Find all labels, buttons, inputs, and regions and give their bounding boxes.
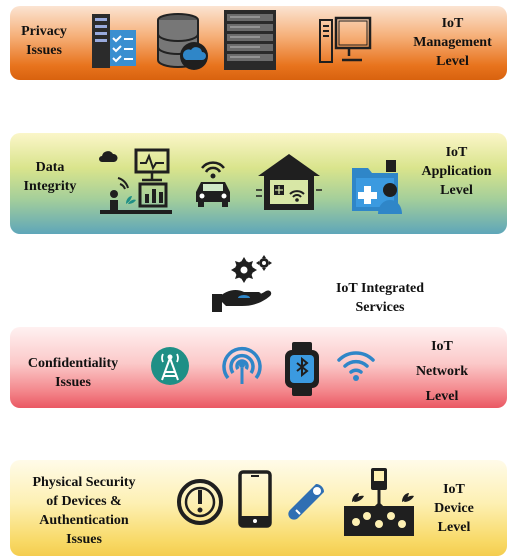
smartphone-icon bbox=[238, 470, 272, 528]
confidentiality-issues-label: Confidentiality Issues bbox=[27, 356, 119, 390]
cell-tower-icon bbox=[151, 347, 189, 385]
smart-car-icon bbox=[196, 161, 230, 207]
management-level-label: IoT Management Level bbox=[413, 16, 492, 69]
privacy-issues-label: Privacy Issues bbox=[21, 24, 67, 58]
smart-home-icon bbox=[256, 154, 322, 210]
server-rack-icon bbox=[224, 10, 276, 70]
wifi-icon bbox=[337, 351, 375, 381]
soil-sensor-icon bbox=[344, 468, 414, 536]
physical-security-label: Physical Security of Devices & Authentic… bbox=[32, 475, 136, 547]
device-level-label: IoT Device Level bbox=[434, 482, 474, 535]
smart-farm-icon bbox=[99, 148, 172, 214]
network-level-label: IoT Network Level bbox=[415, 339, 469, 404]
sensor-probe-icon bbox=[288, 484, 324, 520]
data-integrity-label: Data Integrity bbox=[23, 160, 77, 194]
application-level-band bbox=[10, 133, 507, 234]
integrated-services-label: IoT Integrated Services bbox=[335, 281, 425, 315]
alert-gauge-icon bbox=[177, 479, 223, 525]
gears-hand-icon bbox=[212, 255, 272, 312]
cloud-database-icon bbox=[157, 13, 208, 70]
server-checklist-icon bbox=[92, 14, 136, 68]
computer-monitor-icon bbox=[319, 16, 372, 63]
medical-records-icon bbox=[352, 160, 402, 214]
bluetooth-watch-icon bbox=[285, 342, 319, 396]
application-level-label: IoT Application Level bbox=[421, 145, 492, 198]
radio-signal-icon bbox=[222, 347, 262, 384]
